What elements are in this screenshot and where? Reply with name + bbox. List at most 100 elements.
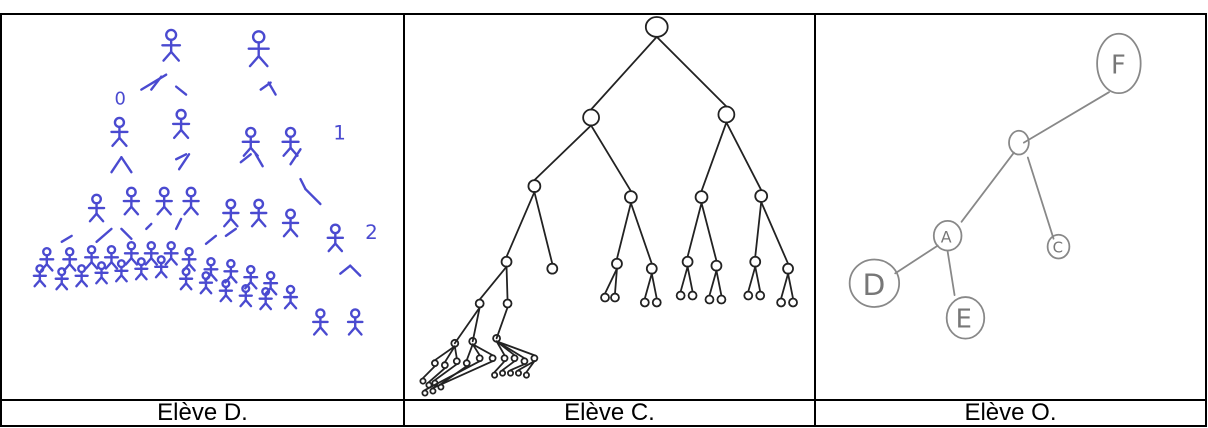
tree-edge (590, 35, 658, 111)
stick-figure (247, 30, 270, 68)
stick-figure (258, 287, 273, 311)
tree-node (611, 257, 623, 270)
tree-edge (495, 340, 506, 357)
tree-edge (650, 272, 658, 300)
caption-eleve-c: Elève C. (403, 399, 814, 427)
tree-node (639, 297, 650, 308)
tree-edge (471, 343, 494, 357)
tree-edge (686, 202, 703, 258)
stick-figure (222, 198, 240, 228)
tree-node (716, 294, 727, 305)
tree-edge (708, 269, 718, 297)
tree-node (474, 298, 485, 309)
stick-figure (123, 241, 139, 266)
stick-figure (281, 126, 300, 157)
stick-figure (114, 259, 129, 283)
stick-figure (346, 308, 364, 336)
tree-edge (616, 202, 632, 260)
tree-node (514, 369, 522, 377)
stick-figure (263, 270, 279, 296)
drawing-panel-c (403, 13, 814, 399)
tree-edge (443, 345, 456, 364)
generation-number-2: 2 (365, 221, 378, 244)
stick-figure (143, 241, 159, 266)
tree-node (419, 377, 427, 385)
tree-edge (517, 360, 536, 372)
tree-node (645, 262, 658, 275)
tree-edge (787, 272, 794, 300)
stick-figure (182, 186, 200, 216)
stick-figure (249, 198, 268, 228)
node-label-f: F (1111, 50, 1126, 80)
node-d (848, 258, 901, 308)
stick-figure (154, 255, 169, 279)
lettered-node-tree-drawing: F A C D E (848, 32, 1142, 340)
tree-node (520, 357, 529, 366)
tree-edge (434, 363, 458, 381)
stick-figure (178, 267, 194, 291)
tree-edge (754, 201, 763, 258)
tree-node (675, 290, 686, 301)
tree-edge (478, 265, 508, 301)
tree-edge (643, 272, 653, 300)
tree-node (710, 259, 723, 272)
tree-node (788, 297, 798, 308)
stick-figure (218, 279, 234, 303)
tree-node (491, 371, 499, 379)
tree-node (776, 297, 786, 308)
tree-node (510, 354, 519, 363)
node-label-a: A (941, 228, 952, 247)
stick-figure (94, 261, 109, 285)
tree-node (499, 369, 507, 377)
tree-edge (493, 360, 506, 374)
tree-node (694, 190, 709, 204)
tree-edge (700, 121, 728, 192)
tree-edge (780, 272, 789, 300)
tree-node (546, 262, 559, 275)
tree-edge (614, 267, 618, 295)
tree-node (500, 354, 509, 363)
tree-node (717, 105, 736, 124)
stick-figure (155, 186, 173, 216)
tree-edge (424, 360, 481, 391)
stick-figure (161, 28, 182, 62)
node-f (1096, 32, 1142, 95)
stick-figure (87, 193, 106, 223)
tree-node (651, 297, 662, 308)
tree-node (440, 361, 449, 370)
stick-figure (203, 256, 219, 282)
tree-node (522, 371, 530, 379)
stick-figure (281, 208, 300, 238)
generation-number-0: 0 (114, 89, 125, 110)
stick-figure (312, 308, 329, 336)
tree-node (754, 189, 769, 203)
tree-edge (453, 345, 458, 360)
tree-node (500, 255, 513, 268)
generation-number-1: 1 (333, 121, 346, 144)
stick-figure (243, 264, 259, 290)
caption-eleve-o: Elève O. (814, 399, 1207, 427)
tree-node (475, 354, 484, 363)
node-label-e: E (956, 305, 972, 335)
tree-edge (700, 202, 718, 262)
tree-edge (495, 306, 509, 340)
tree-edge (471, 343, 481, 357)
tree-edge (604, 267, 618, 295)
tree-edge (434, 345, 456, 362)
tree-edge (471, 306, 481, 343)
tree-node (755, 290, 766, 301)
tree-edge (590, 124, 632, 192)
tree-node (782, 262, 794, 275)
tree-edge (655, 35, 728, 108)
tree-edge (686, 265, 694, 293)
caption-eleve-d: Elève D. (0, 399, 403, 427)
stick-figure (84, 245, 100, 270)
tree-node (610, 292, 620, 303)
tree-node (488, 354, 497, 363)
tree-edge (754, 265, 762, 293)
tree-edge (715, 269, 723, 297)
tree-edge (505, 265, 509, 301)
drawing-panel-o: F A C D E (814, 13, 1207, 399)
tree-edge (432, 360, 494, 389)
tree-node (429, 387, 437, 395)
